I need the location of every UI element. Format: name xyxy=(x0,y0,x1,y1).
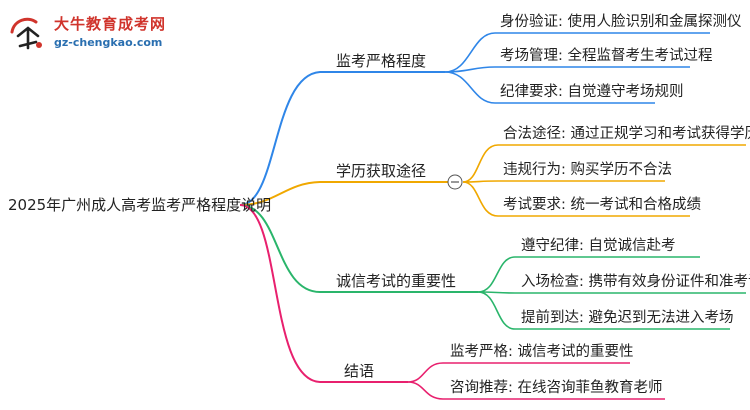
logo-title: 大牛教育成考网 xyxy=(54,15,167,33)
leaf-node: 提前到达: 避免迟到无法进入考场 xyxy=(521,310,734,326)
leaf-node: 纪律要求: 自觉遵守考场规则 xyxy=(500,84,684,100)
connector-b3-c2 xyxy=(477,291,746,294)
site-logo[interactable]: 大牛教育成考网 gz-chengkao.com xyxy=(6,10,196,60)
leaf-node: 考试要求: 统一考试和合格成绩 xyxy=(503,197,701,213)
connector-b4-c2 xyxy=(407,381,665,400)
leaf-node: 入场检查: 携带有效身份证件和准考证 xyxy=(521,274,750,290)
connector-b3-c1 xyxy=(477,256,700,293)
connector-b2-c1 xyxy=(462,144,746,183)
connector-b4-c1 xyxy=(407,362,630,383)
connector-root-b1 xyxy=(239,71,445,206)
connector-root-b4 xyxy=(239,204,408,383)
leaf-node: 违规行为: 购买学历不合法 xyxy=(503,162,672,178)
connector-b1-c1 xyxy=(444,32,710,73)
leaf-node: 合法途径: 通过正规学习和考试获得学历 xyxy=(503,126,750,142)
connector-root-b3 xyxy=(239,204,478,293)
logo-url: gz-chengkao.com xyxy=(54,36,163,49)
connector-b2-c2 xyxy=(462,180,665,183)
leaf-node: 考场管理: 全程监督考生考试过程 xyxy=(500,48,713,64)
connector-b1-c2 xyxy=(444,66,690,73)
branch-label-b1[interactable]: 监考严格程度 xyxy=(336,52,427,70)
root-node: 2025年广州成人高考监考严格程度说明 xyxy=(8,196,272,214)
connector-root-b2 xyxy=(239,181,448,206)
connector-b3-c3 xyxy=(477,291,730,330)
branch-label-b4[interactable]: 结语 xyxy=(344,362,375,380)
connector-b2-c3 xyxy=(462,181,690,217)
leaf-node: 身份验证: 使用人脸识别和金属探测仪 xyxy=(500,14,742,30)
branch-label-b3[interactable]: 诚信考试的重要性 xyxy=(336,272,457,290)
branch-label-b2[interactable]: 学历获取途径 xyxy=(336,162,427,180)
leaf-node: 监考严格: 诚信考试的重要性 xyxy=(450,344,634,360)
leaf-node: 咨询推荐: 在线咨询菲鱼教育老师 xyxy=(450,380,663,396)
leaf-node: 遵守纪律: 自觉诚信赴考 xyxy=(521,238,676,254)
connector-b1-c3 xyxy=(444,71,655,104)
logo-mascot-icon xyxy=(10,17,42,50)
